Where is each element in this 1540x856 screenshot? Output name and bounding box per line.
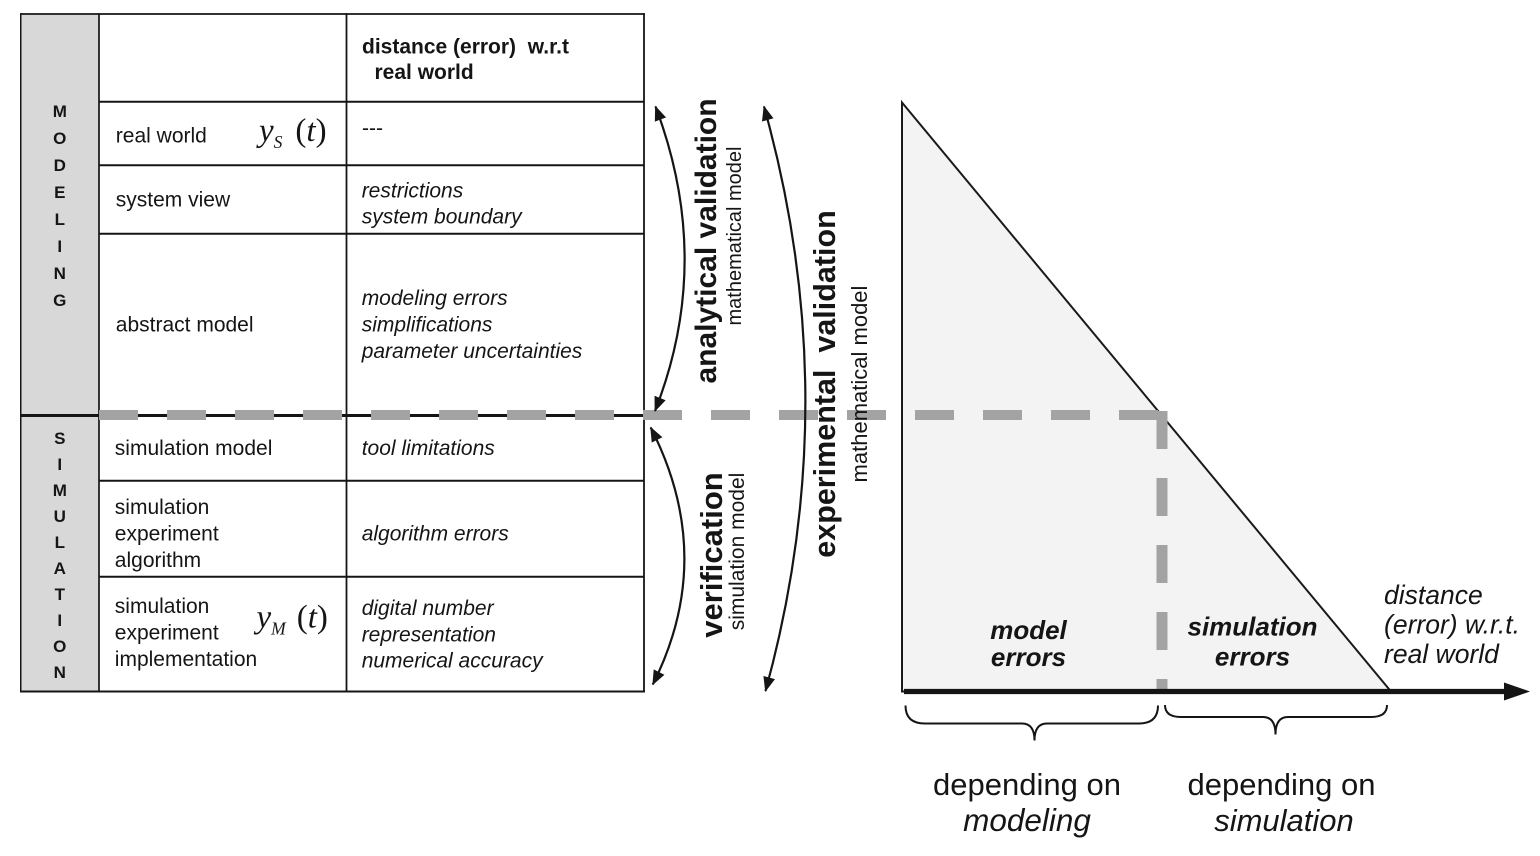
- svg-text:---: ---: [362, 117, 383, 140]
- svg-text:modeling errors: modeling errors: [362, 287, 508, 310]
- svg-text:O: O: [53, 129, 66, 148]
- svg-text:simulation model: simulation model: [726, 473, 749, 631]
- svg-text:experiment: experiment: [115, 523, 219, 546]
- svg-text:system boundary: system boundary: [362, 206, 523, 229]
- svg-text:T: T: [55, 585, 66, 604]
- svg-text:U: U: [54, 507, 66, 526]
- svg-text:M: M: [53, 102, 67, 121]
- svg-text:real world: real world: [375, 61, 474, 84]
- svg-text:I: I: [57, 237, 62, 256]
- svg-text:distance: distance: [1384, 580, 1483, 610]
- svg-text:L: L: [55, 533, 65, 552]
- svg-text:(error) w.r.t.: (error) w.r.t.: [1384, 610, 1520, 640]
- svg-text:simulation: simulation: [1187, 612, 1317, 642]
- svg-text:system view: system view: [116, 189, 231, 212]
- svg-text:yS(t): yS(t): [256, 113, 327, 152]
- svg-text:D: D: [54, 156, 66, 175]
- svg-text:parameter uncertainties: parameter uncertainties: [361, 340, 583, 363]
- svg-text:I: I: [57, 455, 62, 474]
- svg-text:analytical validation: analytical validation: [690, 98, 723, 383]
- svg-text:mathematical model: mathematical model: [724, 147, 746, 326]
- svg-text:representation: representation: [362, 623, 496, 646]
- svg-text:A: A: [54, 559, 66, 578]
- svg-text:depending on: depending on: [1188, 767, 1376, 802]
- svg-text:experimental validation: experimental validation: [808, 210, 842, 557]
- svg-text:numerical accuracy: numerical accuracy: [362, 650, 544, 673]
- svg-text:L: L: [55, 210, 65, 229]
- svg-text:simulation model: simulation model: [115, 437, 273, 460]
- svg-text:O: O: [53, 637, 66, 656]
- svg-text:implementation: implementation: [115, 648, 257, 671]
- svg-text:errors: errors: [991, 642, 1066, 672]
- svg-text:algorithm errors: algorithm errors: [362, 523, 510, 546]
- svg-text:modeling: modeling: [963, 802, 1091, 838]
- svg-text:simulation: simulation: [1214, 803, 1354, 838]
- svg-text:simulation: simulation: [115, 595, 210, 618]
- svg-text:distance (error) w.r.t: distance (error) w.r.t: [362, 36, 569, 59]
- svg-text:real world: real world: [1384, 639, 1500, 669]
- svg-text:E: E: [54, 183, 65, 202]
- svg-text:simulation: simulation: [115, 496, 210, 519]
- svg-text:model: model: [990, 615, 1067, 645]
- svg-text:restrictions: restrictions: [362, 179, 464, 202]
- svg-text:G: G: [53, 291, 66, 310]
- svg-text:tool limitations: tool limitations: [362, 437, 496, 460]
- svg-text:N: N: [54, 264, 66, 283]
- svg-text:yM(t): yM(t): [254, 600, 328, 639]
- svg-text:depending on: depending on: [933, 767, 1121, 802]
- svg-text:simplifications: simplifications: [362, 314, 493, 337]
- svg-text:experiment: experiment: [115, 622, 219, 645]
- svg-text:digital number: digital number: [362, 597, 495, 620]
- svg-text:M: M: [53, 481, 67, 500]
- svg-text:S: S: [54, 429, 65, 448]
- svg-text:verification: verification: [694, 472, 729, 637]
- svg-text:N: N: [54, 663, 66, 682]
- svg-text:abstract model: abstract model: [116, 314, 254, 337]
- svg-text:mathematical model: mathematical model: [847, 286, 872, 483]
- svg-text:algorithm: algorithm: [115, 549, 201, 572]
- svg-text:real world: real world: [116, 125, 207, 148]
- svg-text:I: I: [57, 611, 62, 630]
- svg-text:errors: errors: [1215, 642, 1290, 672]
